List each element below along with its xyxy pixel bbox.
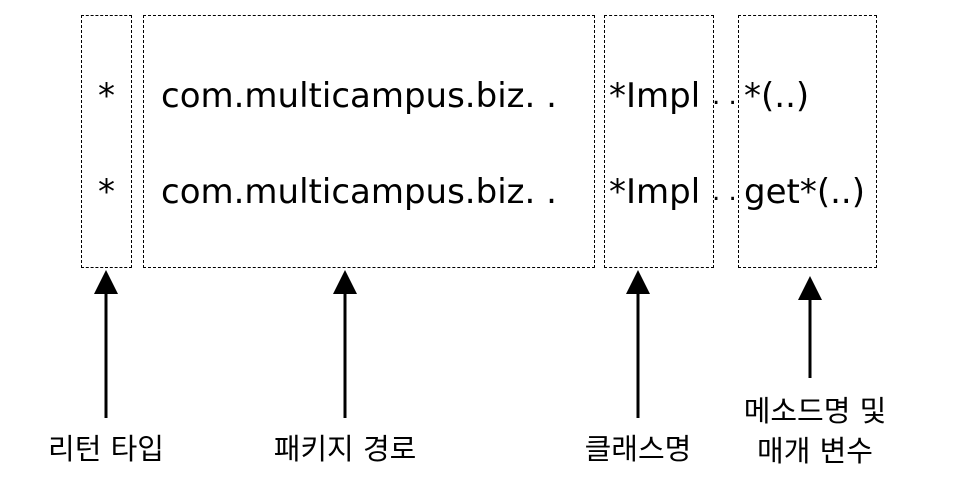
row1-package-path: com.multicampus.biz. . xyxy=(161,76,557,116)
row2-separator: . . xyxy=(712,177,737,207)
class-name-box xyxy=(604,15,714,268)
row2-return-type: * xyxy=(98,172,115,212)
method-params-box xyxy=(738,15,877,268)
row1-method-params: *(..) xyxy=(744,76,810,116)
label-class-name: 클래스명 xyxy=(584,432,692,466)
arrow-return-type xyxy=(94,270,118,418)
package-path-box xyxy=(143,15,595,268)
row2-method-params: get*(..) xyxy=(744,172,865,212)
label-method-params-line2: 매개 변수 xyxy=(757,434,873,468)
row1-class-name: *Impl xyxy=(609,76,701,116)
arrow-package-path xyxy=(333,270,357,418)
label-return-type: 리턴 타입 xyxy=(48,432,164,466)
label-method-params-line1: 메소드명 및 xyxy=(743,394,887,428)
row2-class-name: *Impl xyxy=(609,172,701,212)
row2-package-path: com.multicampus.biz. . xyxy=(161,172,557,212)
row1-separator: . . xyxy=(712,81,737,111)
arrow-class-name xyxy=(626,270,650,418)
arrow-method-params xyxy=(798,276,822,378)
row1-return-type: * xyxy=(98,76,115,116)
return-type-box xyxy=(81,15,132,268)
label-package-path: 패키지 경로 xyxy=(273,432,417,466)
